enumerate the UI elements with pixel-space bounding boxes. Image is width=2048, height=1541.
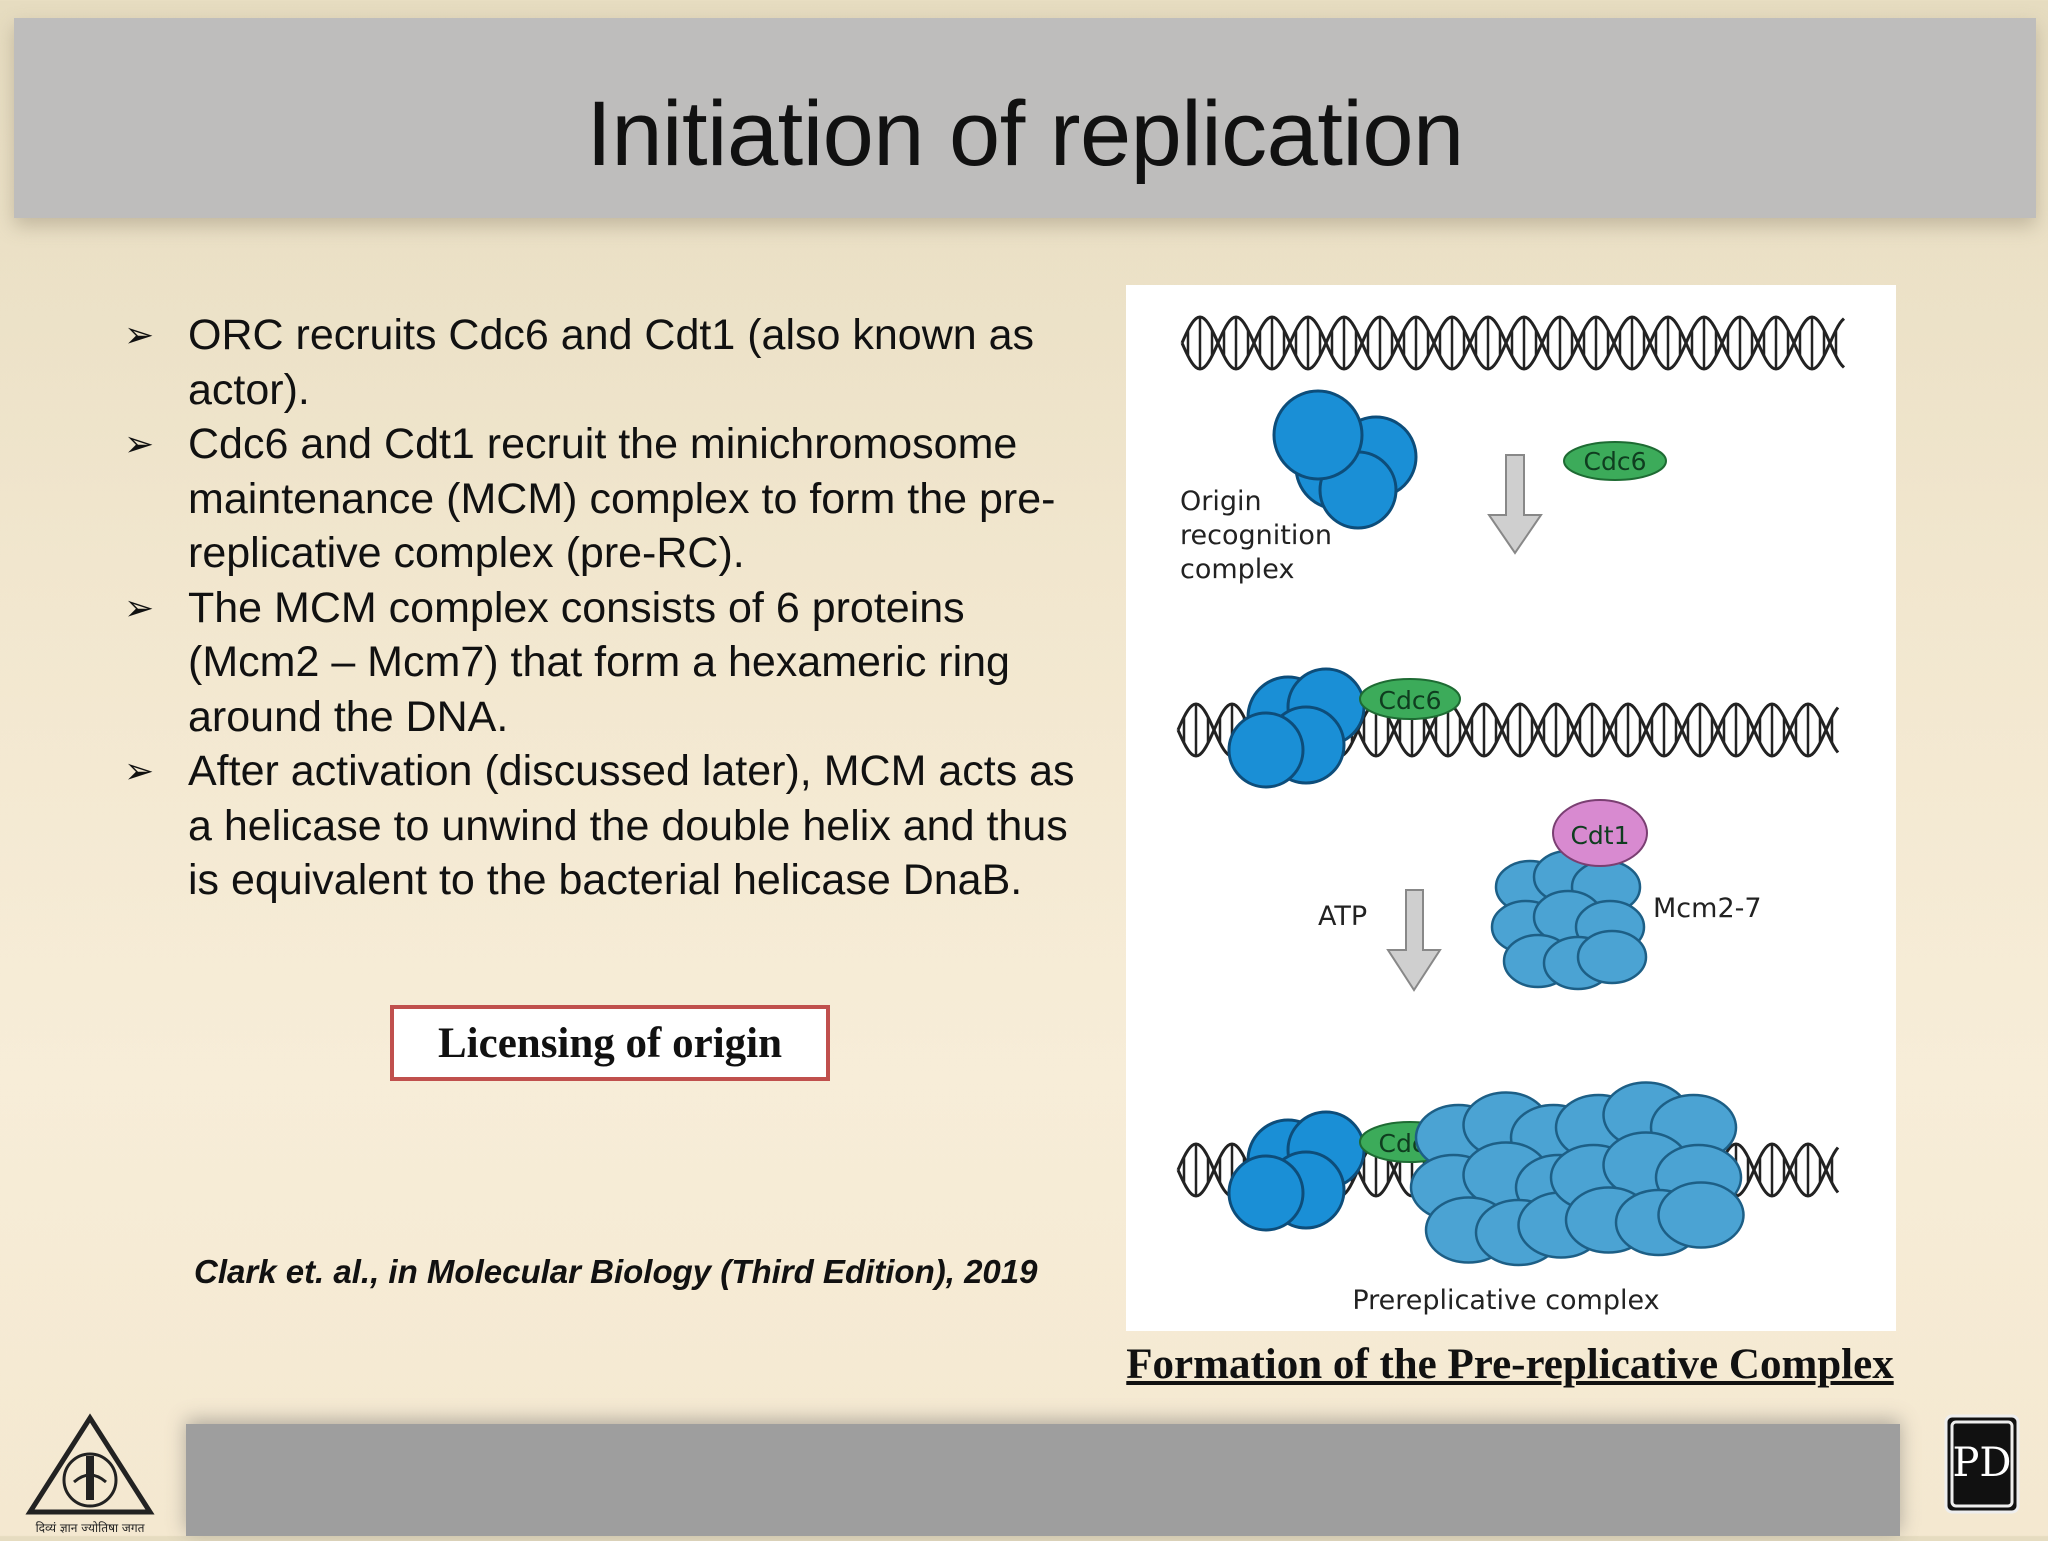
orc-label-line1: Origin: [1180, 486, 1262, 517]
dna-strand: [1180, 315, 1846, 371]
arrow-bullet-icon: ➢: [124, 750, 155, 791]
pre-rc-diagram: Origin recognition complex Cdc6 Cdc6 ATP: [1176, 315, 1846, 1316]
prerc-label: Prereplicative complex: [1352, 1285, 1659, 1316]
cdc6-on-dna-icon: Cdc6: [1359, 678, 1461, 720]
orc-on-dna-icon: [1227, 1110, 1366, 1232]
bullet-item: ➢ ORC recruits Cdc6 and Cdt1 (also known …: [124, 308, 1104, 417]
institute-emblem-icon: दिव्यं ज्ञान ज्योतिषा जगत: [20, 1412, 160, 1536]
bullet-list: ➢ ORC recruits Cdc6 and Cdt1 (also known …: [124, 308, 1104, 908]
orc-icon: [1272, 389, 1418, 530]
pd-logo-icon: PD: [1944, 1414, 2020, 1514]
down-arrow-icon: [1386, 889, 1442, 992]
slide-title: Initiation of replication: [586, 83, 1464, 185]
bullet-text: ORC recruits Cdc6 and Cdt1 (also known a…: [188, 311, 1035, 414]
down-arrow-icon: [1487, 454, 1543, 555]
bullet-text: The MCM complex consists of 6 proteins (…: [188, 583, 1010, 741]
pd-letters: PD: [1953, 1440, 2012, 1486]
cdt1-label: Cdt1: [1570, 821, 1629, 850]
licensing-label: Licensing of origin: [437, 1019, 783, 1067]
bullet-text: Cdc6 and Cdt1 recruit the minichromosome…: [188, 420, 1056, 577]
arrow-bullet-icon: ➢: [124, 586, 155, 628]
mcm-subunit: [1576, 929, 1648, 985]
dna-helix-top: [1180, 315, 1846, 371]
pre-rc-figure: Origin recognition complex Cdc6 Cdc6 ATP: [1126, 285, 1896, 1331]
bullet-item: ➢ After activation (discussed later), MCM…: [124, 744, 1104, 908]
title-band: Initiation of replication: [14, 18, 2036, 218]
mcm-hexamer-icon: [1549, 1081, 1745, 1257]
citation: Clark et. al., in Molecular Biology (Thi…: [194, 1253, 1038, 1290]
bullet-item: ➢ The MCM complex consists of 6 proteins …: [124, 581, 1104, 745]
emblem-caption: दिव्यं ज्ञान ज्योतिषा जगत: [36, 1521, 146, 1535]
bullet-item: ➢ Cdc6 and Cdt1 recruit the minichromosom…: [124, 417, 1104, 581]
mcm-hexamer-icon: [1490, 849, 1648, 991]
licensing-box: Licensing of origin: [390, 1005, 830, 1081]
cdc6-label: Cdc6: [1379, 686, 1442, 715]
figure-caption: Formation of the Pre-replicative Complex: [1126, 1341, 1894, 1388]
atp-label: ATP: [1318, 901, 1367, 932]
cdc6-icon: Cdc6: [1563, 441, 1667, 481]
orc-on-dna-icon: [1227, 667, 1366, 789]
arrow-bullet-icon: ➢: [124, 423, 155, 464]
orc-label-line3: complex: [1180, 554, 1294, 585]
cdt1-icon: Cdt1: [1552, 799, 1648, 867]
bullet-text: After activation (discussed later), MCM …: [188, 747, 1075, 904]
cdc6-label: Cdc6: [1584, 447, 1647, 476]
mcm-label: Mcm2-7: [1653, 893, 1762, 924]
arrow-bullet-icon: ➢: [124, 314, 155, 355]
dna-strand: [1180, 315, 1846, 371]
mcm-subunit: [1657, 1181, 1745, 1249]
orc-label-line2: recognition: [1180, 520, 1332, 551]
footer-band: [186, 1424, 1900, 1536]
